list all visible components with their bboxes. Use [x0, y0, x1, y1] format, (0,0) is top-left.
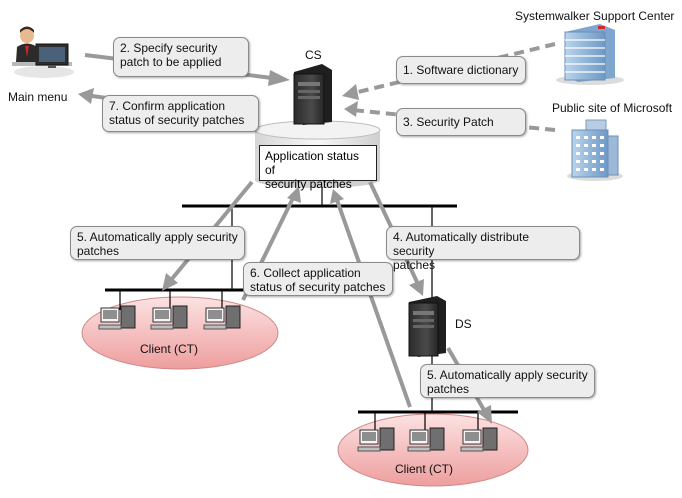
cs-label: CS [305, 48, 322, 62]
step-2-line1: 2. Specify security [120, 41, 218, 55]
pc-icon-left-1 [98, 305, 136, 330]
pc-icon-right-3 [460, 427, 498, 452]
step-1-text: 1. Software dictionary [403, 63, 519, 77]
cs-server-icon [293, 64, 332, 125]
step-1-box: 1. Software dictionary [396, 56, 526, 84]
step-5a-box: 5. Automatically apply security patches [70, 226, 245, 260]
dashed-arrowhead-1 [342, 84, 359, 100]
step-2-line2: patch to be applied [120, 55, 222, 69]
main-menu-label: Main menu [8, 90, 68, 104]
step-3-box: 3. Security Patch [396, 108, 526, 136]
systemwalker-label: Systemwalker Support Center [515, 9, 675, 23]
step-5b-line1: 5. Automatically apply security [427, 368, 588, 382]
pc-icon-left-3 [203, 305, 241, 330]
status-database-label: Application status of security patches [259, 145, 377, 191]
step-3-text: 3. Security Patch [403, 115, 494, 129]
dashed-arrowhead-2 [344, 101, 358, 117]
step-4-box: 4. Automatically distribute security pat… [386, 226, 580, 272]
pc-icon-right-2 [407, 427, 445, 452]
step-5b-box: 5. Automatically apply security patches [420, 364, 595, 398]
systemwalker-building-icon [556, 24, 624, 85]
ds-label: DS [455, 317, 472, 331]
client-label-left: Client (CT) [140, 342, 199, 356]
pc-icon-left-2 [150, 305, 188, 330]
step-7-line2: status of security patches [109, 113, 245, 127]
step-6-box: 6. Collect application status of securit… [243, 262, 393, 296]
microsoft-label: Public site of Microsoft [552, 101, 673, 115]
step-5a-line2: patches [77, 244, 120, 258]
administrator-icon [12, 26, 74, 78]
solid-arrowheads [78, 70, 492, 424]
step-7-line1: 7. Confirm application [109, 99, 226, 113]
step-6-line1: 6. Collect application [250, 266, 361, 280]
step-4-line2: patches [393, 258, 436, 272]
ds-server-icon [408, 296, 446, 357]
network-lines [105, 178, 518, 432]
step-7-box: 7. Confirm application status of securit… [102, 95, 259, 132]
status-db-line2: security patches [265, 177, 352, 191]
step-4-line1: 4. Automatically distribute security [393, 230, 530, 258]
step-2-box: 2. Specify security patch to be applied [113, 37, 249, 77]
step-5a-line1: 5. Automatically apply security [77, 230, 238, 244]
step-5b-line2: patches [427, 382, 470, 396]
microsoft-building-icon [567, 119, 623, 181]
status-db-line1: Application status of [265, 149, 360, 177]
client-label-right: Client (CT) [395, 462, 454, 476]
step-6-line2: status of security patches [250, 280, 386, 294]
pc-icon-right-1 [357, 427, 395, 452]
